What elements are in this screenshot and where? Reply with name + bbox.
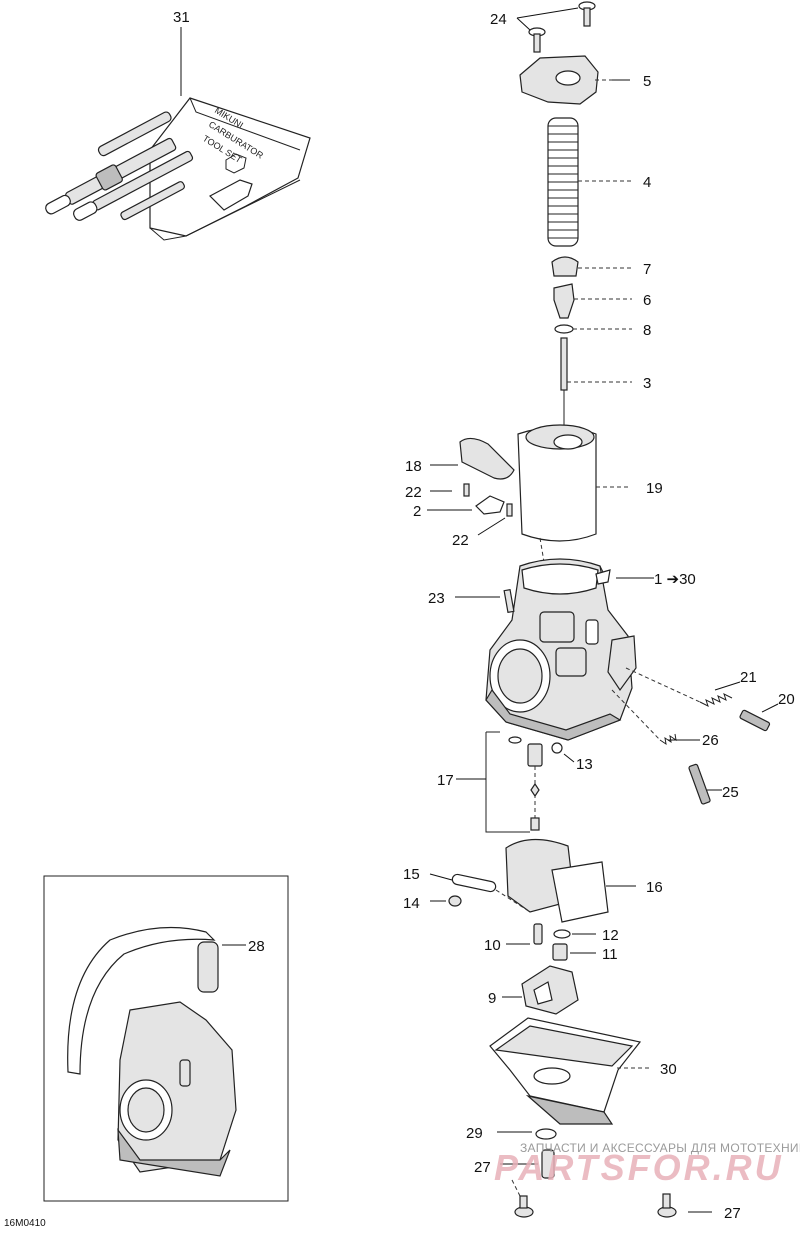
throttle-stop-plate: 18 <box>405 437 515 480</box>
callout-4: 4 <box>643 174 651 191</box>
plate-screws: 22 22 <box>405 483 513 549</box>
watermark-tagline: ЗАПЧАСТИ И АКСЕССУАРЫ ДЛЯ МОТОТЕХНИКИ <box>520 1141 800 1155</box>
needle-retainer: 7 <box>551 256 651 278</box>
callout-25: 25 <box>722 784 739 801</box>
callout-23: 23 <box>428 590 445 607</box>
float: 9 <box>488 965 579 1015</box>
callout-13: 13 <box>576 756 593 773</box>
callout-2: 2 <box>413 503 421 520</box>
callout-20: 20 <box>778 691 795 708</box>
drain-gasket: 29 <box>466 1125 557 1142</box>
callout-22a: 22 <box>405 484 422 501</box>
callout-18: 18 <box>405 458 422 475</box>
bowl-screws: 27 <box>511 1179 741 1222</box>
pilot-screw: 26 25 <box>611 689 739 805</box>
callout-9: 9 <box>488 990 496 1007</box>
top-cap: 5 <box>519 55 651 105</box>
callout-3: 3 <box>643 375 651 392</box>
callout-31: 31 <box>173 9 190 26</box>
cap-screws: 24 <box>490 1 596 53</box>
callout-17: 17 <box>437 772 454 789</box>
watermark: ЗАПЧАСТИ И АКСЕССУАРЫ ДЛЯ МОТОТЕХНИКИ PA… <box>494 1141 800 1188</box>
callout-29: 29 <box>466 1125 483 1142</box>
callout-28: 28 <box>248 938 265 955</box>
callout-30: 30 <box>660 1061 677 1078</box>
needle-jet-assembly: 17 <box>437 731 543 833</box>
diagram-code: 16M0410 <box>4 1218 46 1229</box>
e-clip: 8 <box>554 322 651 339</box>
idle-adjust-screw: 21 20 <box>625 667 795 732</box>
callout-26: 26 <box>702 732 719 749</box>
float-valve-body: 16 <box>505 838 663 923</box>
carburetor-tool-kit: MIKUNI CARBURATOR TOOL SET 31 <box>45 9 311 241</box>
callout-14: 14 <box>403 895 420 912</box>
float-pin-screw: 14 <box>403 895 462 912</box>
callout-27a: 27 <box>474 1159 491 1176</box>
callout-6: 6 <box>643 292 651 309</box>
throttle-spring: 4 <box>547 117 651 247</box>
callout-11: 11 <box>602 946 618 963</box>
drain-plug: 27 <box>474 1149 555 1179</box>
jet-needle: 3 <box>560 337 651 430</box>
float-bowl: 30 <box>489 1017 677 1125</box>
callout-19: 19 <box>646 480 663 497</box>
pin-screw: 15 <box>403 866 531 913</box>
callout-27b: 27 <box>724 1205 741 1222</box>
callout-24: 24 <box>490 11 507 28</box>
callout-8: 8 <box>643 322 651 339</box>
needle-jet-oring: 13 <box>551 742 593 773</box>
watermark-logo: PARTSFOR.RU <box>494 1147 784 1188</box>
pilot-air-screw: 23 <box>428 588 515 614</box>
callout-21: 21 <box>740 669 757 686</box>
callout-16: 16 <box>646 879 663 896</box>
callout-12: 12 <box>602 927 619 944</box>
main-jet: 11 <box>552 943 618 963</box>
inset-installed-view: 28 <box>43 875 289 1202</box>
callout-5: 5 <box>643 73 651 90</box>
callout-1-range: 1 ➔30 <box>654 571 696 588</box>
callout-10: 10 <box>484 937 501 954</box>
needle-holder: 6 <box>553 283 651 319</box>
carburetor-body: 1 ➔30 <box>485 558 696 741</box>
washer: 12 <box>553 927 619 944</box>
float-needle: 10 <box>484 923 543 954</box>
callout-7: 7 <box>643 261 651 278</box>
callout-22b: 22 <box>452 532 469 549</box>
link-plate: 2 <box>413 495 505 520</box>
callout-15: 15 <box>403 866 420 883</box>
throttle-slide: 19 <box>517 424 663 569</box>
